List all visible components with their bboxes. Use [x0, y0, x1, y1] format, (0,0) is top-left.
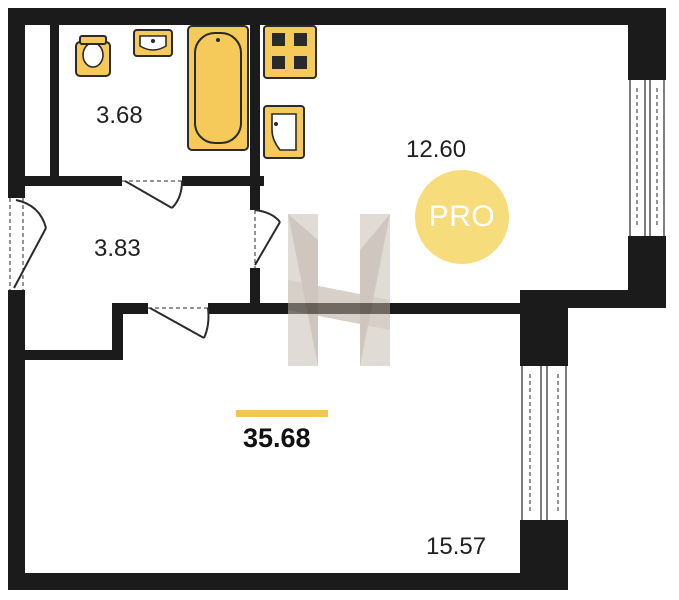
living-area-label: 15.57	[426, 533, 487, 560]
window-right-bottom	[521, 366, 567, 520]
window-right-top	[629, 80, 665, 236]
kitchen-door	[254, 209, 281, 268]
total-area-underline	[236, 410, 328, 417]
bathroom-door	[122, 180, 183, 209]
entrance-door	[8, 198, 47, 290]
stove-icon	[263, 25, 317, 79]
bathtub-icon	[187, 25, 249, 151]
total-area: 35.68	[243, 423, 311, 453]
sink-icon	[133, 29, 173, 57]
bathroom-area-label: 3.68	[96, 102, 143, 129]
hallway-area-label: 3.83	[94, 235, 141, 262]
pro-badge-text: PRO	[428, 200, 496, 233]
kitchen-area-label: 12.60	[406, 136, 467, 163]
pro-badge: PRO	[415, 170, 509, 264]
living-room-door	[148, 307, 210, 339]
kitchen-sink-icon	[263, 105, 305, 159]
watermark-logo	[288, 214, 390, 366]
toilet-icon	[75, 35, 111, 77]
outer-walls	[8, 8, 666, 590]
